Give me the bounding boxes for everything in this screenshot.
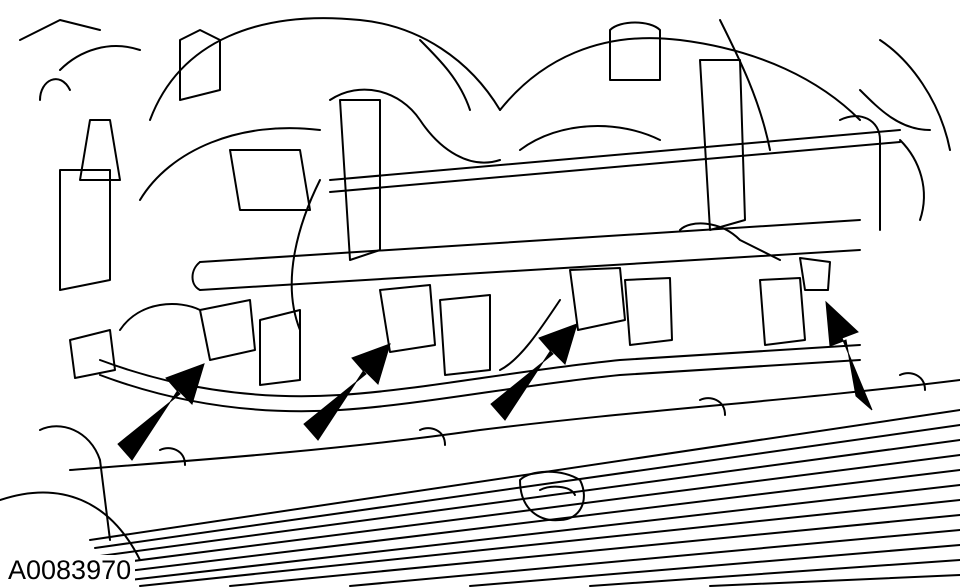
intake-manifold-outline <box>19 17 951 291</box>
arrow-injector-3 <box>490 323 578 421</box>
wiring-harness <box>99 179 861 413</box>
arrow-injector-2 <box>303 343 391 441</box>
fuel-rail <box>191 21 925 291</box>
injector-connectors <box>69 257 831 386</box>
valve-cover <box>0 372 960 587</box>
arrow-injector-1 <box>117 363 205 461</box>
arrow-injector-4 <box>825 300 873 411</box>
figure-id-label: A0083970 <box>8 555 136 585</box>
